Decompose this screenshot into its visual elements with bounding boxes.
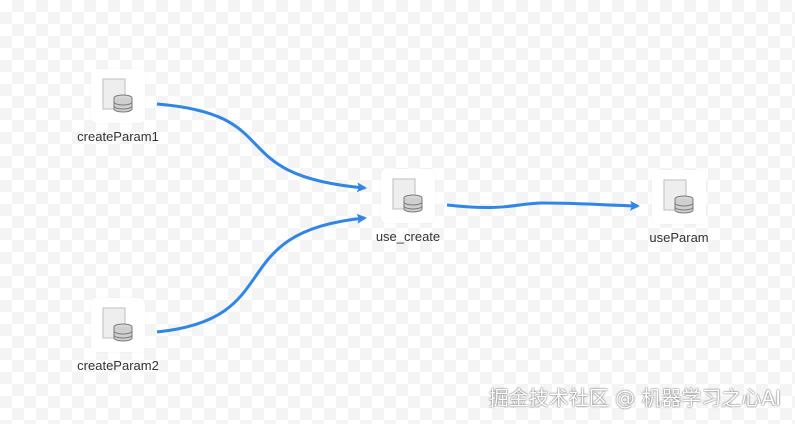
database-file-icon xyxy=(652,170,706,224)
node-label: use_create xyxy=(375,229,441,244)
node-label: createParam2 xyxy=(77,358,159,373)
database-file-icon xyxy=(91,298,145,352)
node-label: createParam1 xyxy=(77,129,159,144)
database-file-icon xyxy=(381,169,435,223)
database-file-icon xyxy=(91,69,145,123)
edge-createParam1-to-use_create[interactable] xyxy=(156,102,367,193)
watermark-text: 掘金技术社区 @ 机器学习之心AI xyxy=(488,386,781,410)
edge-use_create-to-useParam[interactable] xyxy=(446,200,640,211)
node-label: useParam xyxy=(649,230,709,245)
edge-createParam2-to-use_create[interactable] xyxy=(156,213,367,334)
